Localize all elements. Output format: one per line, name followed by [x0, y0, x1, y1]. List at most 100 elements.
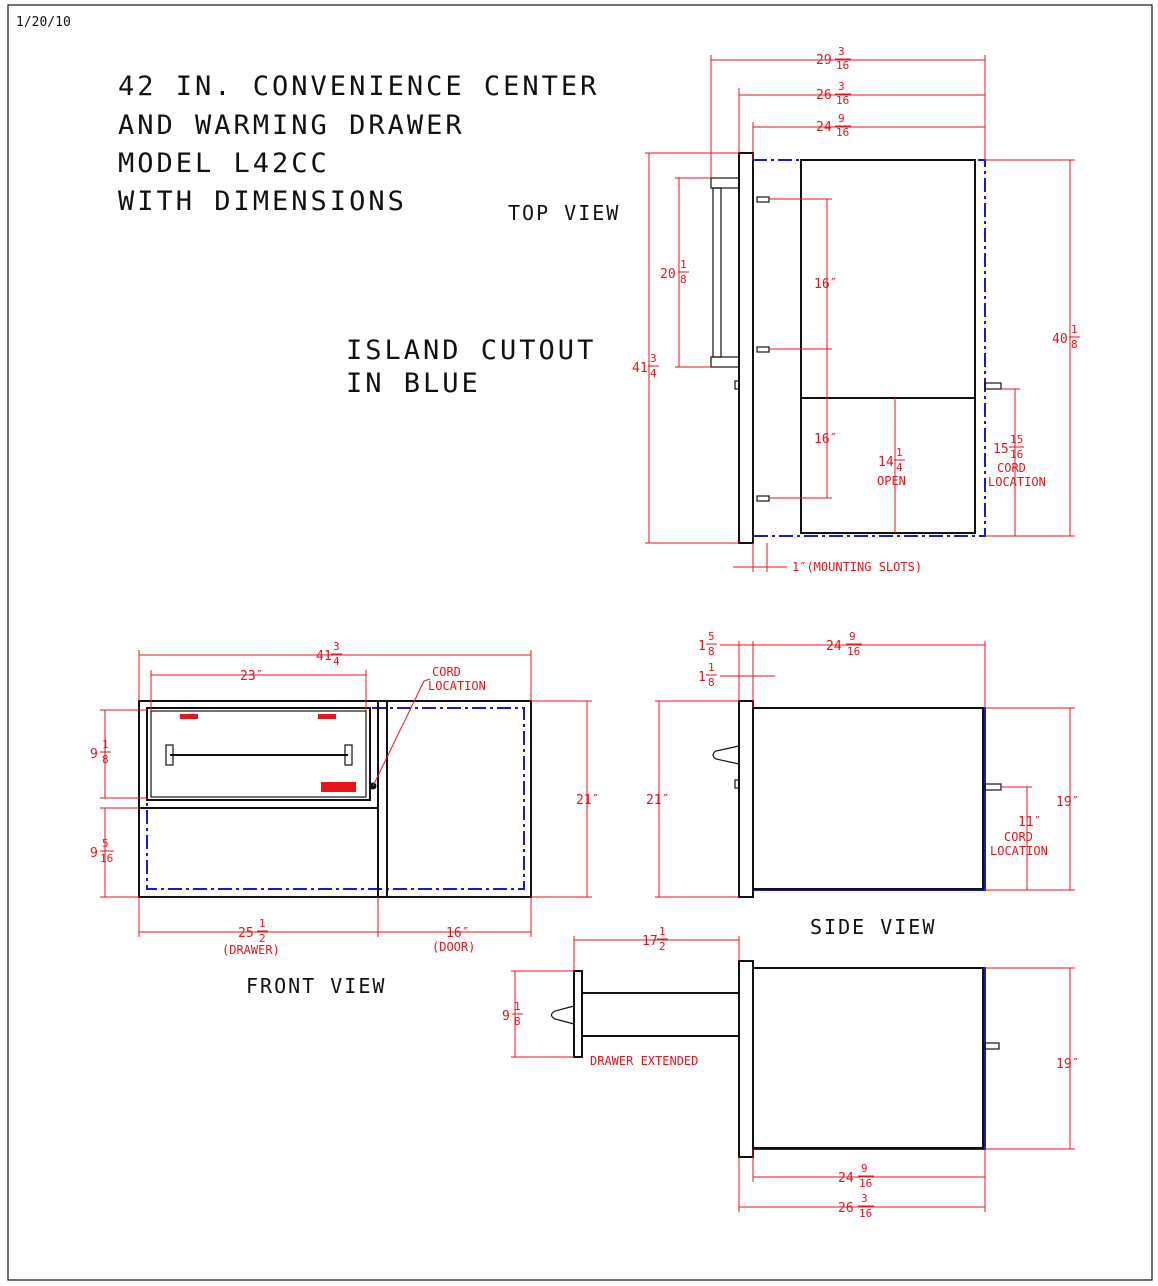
dim-14-whole: 14 — [878, 455, 894, 470]
front-dim-25-whole: 25 — [238, 926, 254, 941]
top-view-cord — [984, 382, 1002, 390]
front-dim-21: 21″ — [576, 793, 599, 808]
top-view-cutout — [752, 159, 986, 537]
side-dim-24-whole: 24 — [826, 639, 842, 654]
extended-view-cord — [984, 1042, 1000, 1050]
front-view: CORD LOCATION 41 3 4 23″ 9 1 8 9 5 16 — [90, 640, 599, 957]
front-dim-9b-den: 16 — [100, 852, 113, 865]
dim-20-num: 1 — [680, 258, 687, 271]
dim-15-whole: 15 — [993, 442, 1009, 457]
top-view-latch — [734, 380, 740, 390]
dim-14-num: 1 — [896, 446, 903, 459]
dim-15-den: 16 — [1010, 448, 1023, 461]
side-cord-location-label: LOCATION — [990, 844, 1048, 858]
extended-view-front-panel — [738, 960, 754, 1158]
front-view-cutout — [146, 707, 525, 890]
front-dim-9a-den: 8 — [102, 753, 109, 766]
top-view-body — [800, 159, 976, 534]
vent-right-icon — [318, 714, 336, 719]
front-dim-9a-whole: 9 — [90, 747, 98, 762]
dim-41-den: 4 — [650, 367, 657, 380]
front-dim-23: 23″ — [240, 669, 263, 684]
title-line-1: 42 IN. CONVENIENCE CENTER — [118, 71, 599, 102]
extended-view-cutout — [752, 967, 986, 1150]
ext-dim-24-whole: 24 — [838, 1171, 854, 1186]
top-view: 29 3 16 26 3 16 24 9 16 20 1 8 41 3 4 — [632, 45, 1080, 574]
cutout-note-line-2: IN BLUE — [346, 368, 481, 399]
open-label: OPEN — [877, 474, 906, 488]
dim-40-num: 1 — [1071, 323, 1078, 336]
side-view-body — [752, 707, 984, 890]
dim-41-whole: 41 — [632, 361, 648, 376]
drawer-front-inner — [150, 710, 367, 798]
dim-16-lower: 16″ — [814, 432, 837, 447]
title-line-3: MODEL L42CC — [118, 148, 330, 179]
cutout-note-line-1: ISLAND CUTOUT — [346, 335, 596, 366]
side-dim-1b-num: 1 — [708, 661, 715, 674]
drawer-extended-label: DRAWER EXTENDED — [590, 1054, 698, 1068]
side-dim-21: 21″ — [646, 793, 669, 808]
mounting-slot-3 — [756, 495, 770, 502]
ext-dim-26-whole: 26 — [838, 1201, 854, 1216]
dim-20-den: 8 — [680, 273, 687, 286]
dim-26-den: 16 — [836, 94, 849, 107]
top-view-label: TOP VIEW — [508, 201, 620, 225]
dim-24-whole: 24 — [816, 120, 832, 135]
mounting-slots-label: 1″(MOUNTING SLOTS) — [792, 560, 922, 574]
side-view-handle — [712, 745, 740, 765]
front-dim-41-num: 3 — [333, 640, 340, 653]
ext-dim-17-den: 2 — [659, 940, 666, 953]
dim-26-num: 3 — [838, 80, 845, 93]
ext-dim-17-whole: 17 — [642, 934, 658, 949]
dim-24-den: 16 — [836, 126, 849, 139]
dim-16-upper: 16″ — [814, 277, 837, 292]
front-dim-9b-whole: 9 — [90, 846, 98, 861]
side-view-label: SIDE VIEW — [810, 915, 936, 939]
ext-dim-9-den: 8 — [514, 1015, 521, 1028]
control-panel-icon — [321, 782, 356, 792]
side-dim-1b-whole: 1 — [698, 670, 706, 685]
front-view-label: FRONT VIEW — [246, 974, 386, 998]
front-dim-41-den: 4 — [333, 655, 340, 668]
top-cord-location-label: LOCATION — [988, 475, 1046, 489]
top-view-handle-bar — [712, 187, 722, 358]
side-dim-24-den: 16 — [847, 645, 860, 658]
side-view-front-panel — [738, 700, 754, 898]
top-cord-label: CORD — [997, 461, 1026, 475]
front-dim-25-num: 1 — [259, 917, 266, 930]
extended-view-body — [752, 967, 984, 1149]
ext-dim-9-whole: 9 — [502, 1009, 510, 1024]
side-dim-1a-whole: 1 — [698, 639, 706, 654]
dim-41-num: 3 — [650, 352, 657, 365]
front-cord-label: CORD — [432, 665, 461, 679]
drawer-label: (DRAWER) — [222, 943, 280, 957]
ext-dim-9-num: 1 — [514, 1000, 521, 1013]
front-dim-25-den: 2 — [259, 932, 266, 945]
dim-15-num: 15 — [1010, 433, 1023, 446]
mounting-slot-1 — [756, 196, 770, 203]
ext-dim-19: 19″ — [1056, 1057, 1079, 1072]
title-line-2: AND WARMING DRAWER — [118, 110, 465, 141]
ext-dim-26-den: 16 — [859, 1207, 872, 1220]
front-dim-41-whole: 41 — [316, 649, 332, 664]
drawing-date: 1/20/10 — [16, 15, 71, 30]
dim-26-whole: 26 — [816, 88, 832, 103]
side-view-latch — [734, 779, 740, 789]
side-dim-11: 11″ — [1018, 815, 1041, 830]
title-line-4: WITH DIMENSIONS — [118, 186, 407, 217]
side-dim-1a-den: 8 — [708, 645, 715, 658]
ext-dim-17-num: 1 — [659, 925, 666, 938]
side-view-cord — [984, 783, 1002, 791]
ext-dim-24-den: 16 — [859, 1177, 872, 1190]
dim-29-den: 16 — [836, 59, 849, 72]
front-view-outline — [138, 700, 532, 898]
vent-left-icon — [180, 714, 198, 719]
dim-40-whole: 40 — [1052, 332, 1068, 347]
ext-dim-24-num: 9 — [861, 1162, 868, 1175]
sheet-border — [7, 4, 1153, 1281]
side-view-cutout — [752, 707, 986, 891]
drawer-handle-end-right — [344, 744, 353, 766]
top-view-handle-end-top — [710, 177, 740, 189]
ext-dim-26-num: 3 — [861, 1192, 868, 1205]
